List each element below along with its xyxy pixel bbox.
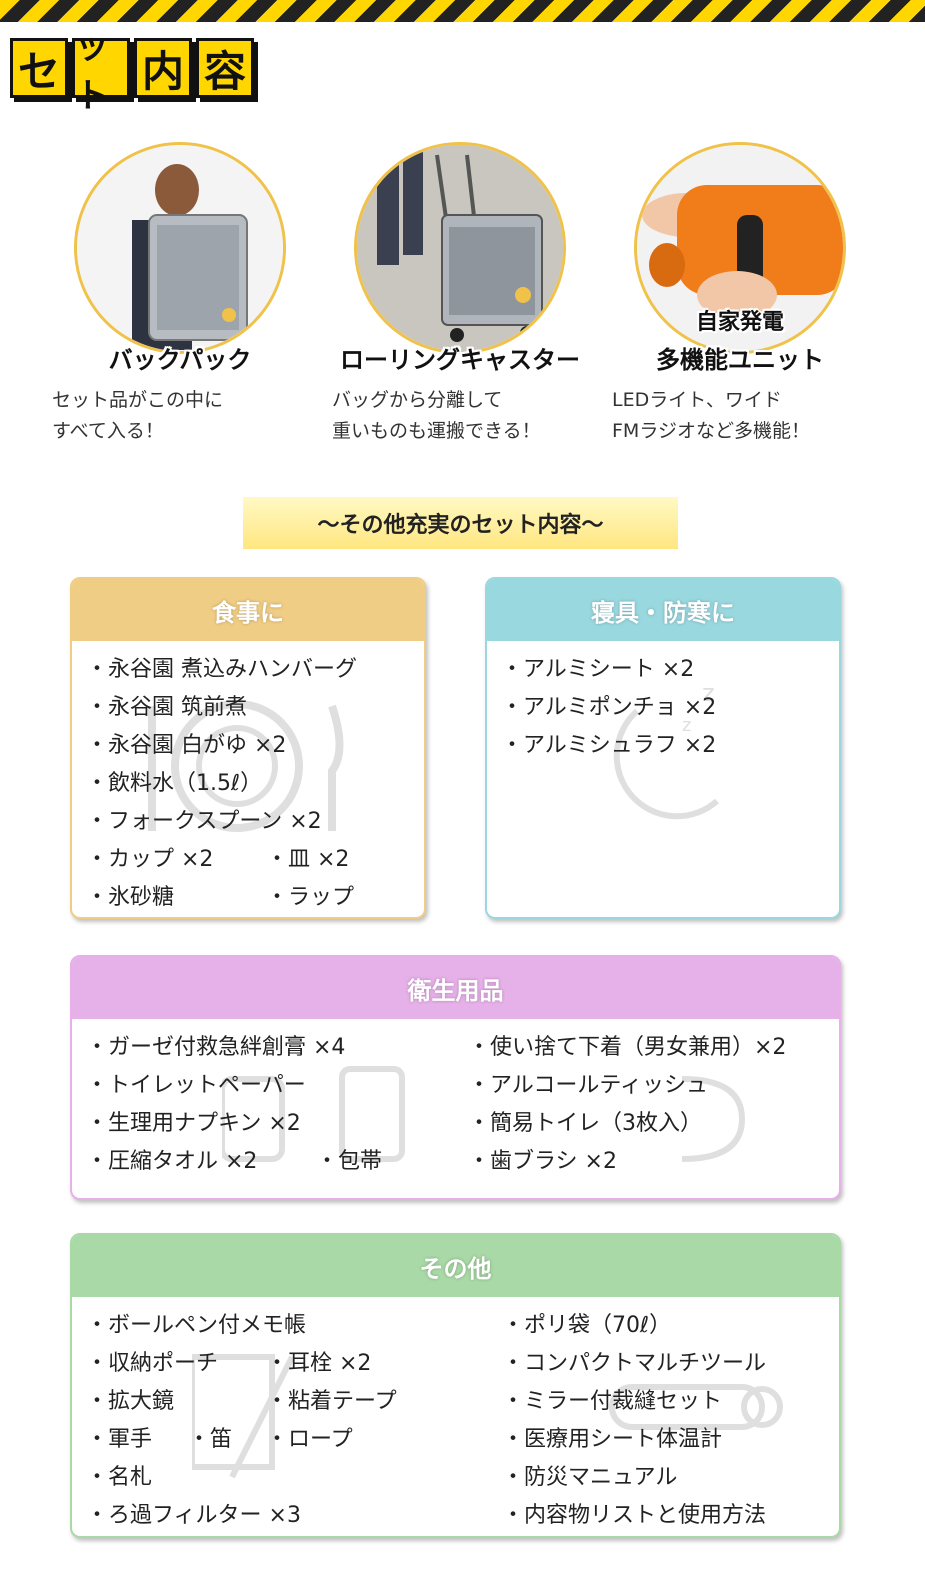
list-item: ・コンパクトマルチツール [502, 1351, 767, 1376]
list-item: ・耳栓 ×2 [266, 1351, 372, 1376]
feature-unit: 自家発電 多機能ユニット LEDライト、ワイド FMラジオなど多機能！ [600, 142, 880, 447]
list-item: ・永谷園 筑前煮 [86, 695, 247, 720]
list-item: ・トイレットペーパー [86, 1073, 306, 1098]
list-item: ・ラップ [266, 885, 355, 910]
card-title: 寝具・防寒に [487, 579, 839, 641]
card-title: 食事に [72, 579, 424, 641]
list-item: ・名札 [86, 1465, 153, 1490]
list-item: ・内容物リストと使用方法 [502, 1503, 767, 1528]
list-item: ・軍手 [86, 1427, 153, 1452]
moon-icon: z z [613, 679, 719, 820]
list-item: ・アルミシュラフ ×2 [501, 733, 717, 758]
feature-name: バックパック [108, 346, 252, 374]
list-item: ・生理用ナプキン ×2 [86, 1111, 301, 1136]
warning-stripe [0, 0, 925, 22]
list-item: ・防災マニュアル [502, 1465, 678, 1490]
list-item: ・カップ ×2 [86, 847, 214, 872]
svg-text:z: z [682, 715, 691, 736]
list-item: ・ロープ [266, 1427, 353, 1452]
list-item: ・氷砂糖 [86, 885, 175, 910]
list-item: ・永谷園 白がゆ ×2 [86, 733, 287, 758]
page-title: セ ット 内 容 [10, 27, 254, 116]
list-item: ・ガーゼ付救急絆創膏 ×4 [86, 1035, 346, 1060]
list-item: ・ポリ袋（70ℓ） [502, 1313, 672, 1338]
unit-photo [634, 142, 846, 354]
list-item: ・使い捨て下着（男女兼用）×2 [468, 1035, 787, 1060]
list-item: ・飲料水（1.5ℓ） [86, 771, 263, 796]
card-other: その他 ・ボールペン付メモ帳 ・ポリ袋（70ℓ） ・収納ポーチ ・耳栓 ×2 ・コンパ… [70, 1233, 841, 1538]
card-title: 衛生用品 [72, 957, 839, 1019]
feature-desc: LEDライト、ワイド FMラジオなど多機能！ [612, 389, 810, 442]
feature-caster: ローリングキャスター バッグから分離して 重いものも運搬できる！ [320, 142, 600, 447]
tools-icon [192, 1354, 783, 1479]
feature-name: ローリングキャスター [340, 346, 580, 374]
feature-name: 多機能ユニット [656, 346, 824, 374]
feature-desc: バッグから分離して 重いものも運搬できる！ [332, 389, 541, 442]
list-item: ・歯ブラシ ×2 [468, 1149, 617, 1174]
card-title: その他 [72, 1235, 839, 1297]
hygiene-icon [222, 1066, 746, 1162]
dishes-icon [148, 700, 344, 832]
list-item: ・粘着テープ [266, 1389, 397, 1414]
list-item: ・アルミシート ×2 [501, 657, 695, 682]
list-item: ・簡易トイレ（3枚入） [468, 1111, 702, 1136]
list-item: ・永谷園 煮込みハンバーグ [86, 657, 357, 682]
title-char: セ [10, 38, 68, 98]
feature-desc: セット品がこの中に すべて入る！ [52, 389, 224, 442]
list-item: ・笛 [188, 1427, 233, 1452]
title-char: ット [72, 27, 130, 116]
list-item: ・アルミポンチョ ×2 [501, 695, 717, 720]
list-item: ・医療用シート体温計 [502, 1427, 723, 1452]
svg-text:z: z [702, 679, 715, 707]
title-char: 内 [134, 38, 192, 98]
list-item: ・拡大鏡 [86, 1389, 175, 1414]
list-item: ・ボールペン付メモ帳 [86, 1313, 307, 1338]
feature-backpack: バックパック セット品がこの中に すべて入る！ [40, 142, 320, 447]
list-item: ・フォークスプーン ×2 [86, 809, 322, 834]
list-item: ・圧縮タオル ×2 [86, 1149, 258, 1174]
list-item: ・包帯 [316, 1149, 383, 1174]
section-banner: 〜その他充実のセット内容〜 [243, 497, 678, 549]
list-item: ・ミラー付裁縫セット [502, 1389, 723, 1414]
backpack-photo [74, 142, 286, 354]
card-food: 食事に ・永谷園 煮込みハンバーグ ・永谷園 筑前煮 ・永谷園 白がゆ ×2 ・… [70, 577, 426, 919]
list-item: ・アルコールティッシュ [468, 1073, 709, 1098]
list-item: ・ろ過フィルター ×3 [86, 1503, 301, 1528]
card-sleep: 寝具・防寒に z z ・アルミシート ×2 ・アルミポンチョ ×2 ・アルミシュ… [485, 577, 841, 919]
card-hygiene: 衛生用品 ・ガーゼ付救急絆創膏 ×4 ・使い捨て下着（男女兼用）×2 ・トイレット… [70, 955, 841, 1200]
title-char: 容 [196, 38, 254, 98]
caster-photo [354, 142, 566, 354]
list-item: ・皿 ×2 [266, 847, 350, 872]
list-item: ・収納ポーチ [86, 1351, 219, 1376]
feature-sup: 自家発電 [695, 310, 784, 335]
